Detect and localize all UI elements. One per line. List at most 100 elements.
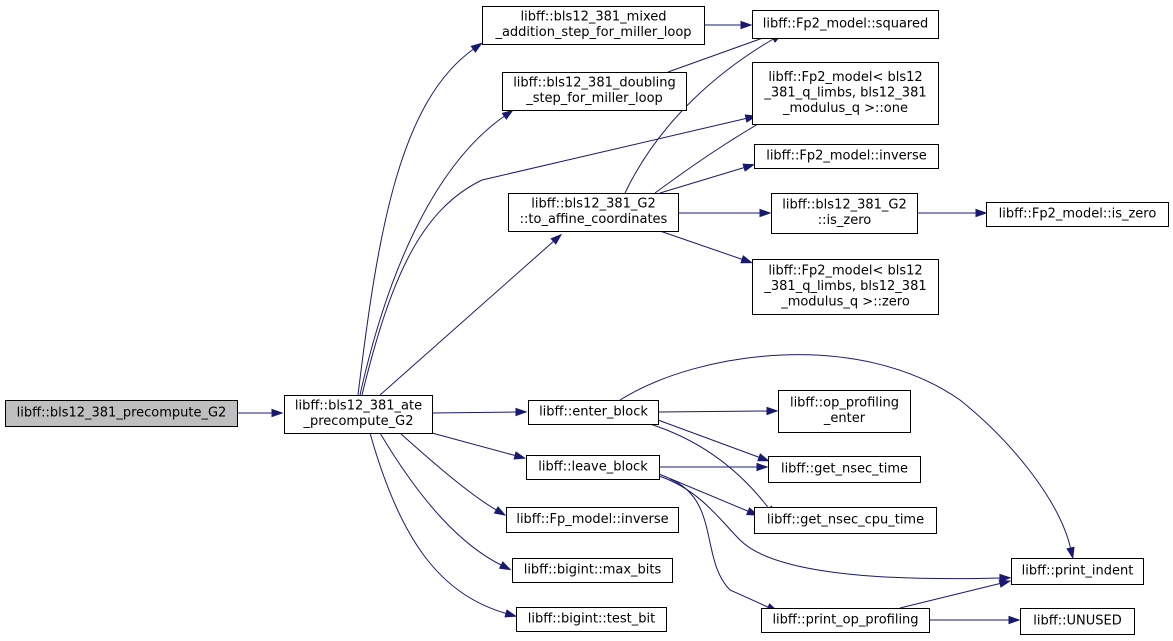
- node-testbit[interactable]: libff::bigint::test_bit: [516, 607, 667, 632]
- node-zero-label: _381_q_limbs, bls12_381: [763, 279, 926, 294]
- node-ate-label: libff::bls12_381_ate: [295, 399, 422, 414]
- edge-doubling-to-squared: [667, 33, 775, 73]
- node-mixed[interactable]: libff::bls12_381_mixed_addition_step_for…: [482, 6, 705, 45]
- node-fp2inv[interactable]: libff::Fp2_model::inverse: [754, 144, 939, 169]
- node-cpu[interactable]: libff::get_nsec_cpu_time: [754, 507, 937, 534]
- edge-affine-to-iszero-arrowhead: [759, 208, 772, 218]
- node-fp2iszero-label: libff::Fp2_model::is_zero: [999, 206, 1157, 221]
- node-one-label: libff::Fp2_model< bls12: [768, 70, 922, 85]
- node-nsec[interactable]: libff::get_nsec_time: [768, 456, 921, 483]
- node-one-label: _modulus_q >::one: [782, 101, 908, 116]
- node-indent-box: [1011, 558, 1144, 585]
- node-zero[interactable]: libff::Fp2_model< bls12_381_q_limbs, bls…: [752, 259, 939, 315]
- node-root[interactable]: libff::bls12_381_precompute_G2: [5, 400, 238, 427]
- node-printop-label: libff::print_op_profiling: [772, 612, 918, 627]
- nodes-layer: libff::bls12_381_precompute_G2 libff::bls…: [5, 6, 1169, 635]
- node-one[interactable]: libff::Fp2_model< bls12_381_q_limbs, bls…: [752, 62, 939, 125]
- node-printop[interactable]: libff::print_op_profiling: [761, 608, 930, 633]
- node-leave[interactable]: libff::leave_block: [526, 455, 660, 480]
- edge-ate-to-mixed-arrowhead: [470, 42, 483, 53]
- edge-root-to-ate-arrowhead: [271, 408, 284, 418]
- node-zero-label: _modulus_q >::zero: [780, 294, 910, 309]
- node-fpinv-box: [506, 507, 679, 533]
- node-indent-label: libff::print_indent: [1022, 563, 1134, 578]
- node-leave-label: libff::leave_block: [538, 459, 648, 474]
- node-fpinv-label: libff::Fp_model::inverse: [516, 512, 668, 527]
- node-root-label: libff::bls12_381_precompute_G2: [17, 405, 227, 420]
- node-iszero-box: [771, 193, 918, 234]
- node-one-box: [752, 62, 939, 125]
- edge-ate-to-fpinv: [399, 432, 499, 512]
- node-affine-label: ::to_affine_coordinates: [520, 212, 668, 227]
- node-leave-box: [526, 455, 660, 480]
- node-zero-box: [752, 259, 939, 315]
- node-ate[interactable]: libff::bls12_381_ate_precompute_G2: [284, 395, 433, 434]
- node-doubling-label: _step_for_miller_loop: [525, 91, 663, 106]
- node-affine[interactable]: libff::bls12_381_G2::to_affine_coordinat…: [508, 193, 679, 232]
- edge-ate-to-one: [361, 117, 749, 396]
- edge-printop-to-indent: [899, 582, 1003, 609]
- node-maxbits[interactable]: libff::bigint::max_bits: [512, 558, 673, 583]
- edge-printop-to-unused-arrowhead: [1008, 615, 1021, 625]
- node-doubling[interactable]: libff::bls12_381_doubling_step_for_mille…: [502, 72, 687, 111]
- node-ate-label: _precompute_G2: [302, 414, 413, 429]
- node-testbit-box: [516, 607, 667, 632]
- node-zero-label: libff::Fp2_model< bls12: [768, 263, 922, 278]
- node-unused[interactable]: libff::UNUSED: [1020, 608, 1135, 635]
- node-fp2inv-box: [754, 144, 939, 169]
- edge-affine-to-zero-arrowhead: [740, 255, 754, 264]
- node-mixed-label: libff::bls12_381_mixed: [520, 10, 666, 25]
- node-doubling-box: [502, 72, 687, 111]
- node-enter-box: [528, 400, 659, 425]
- edge-ate-to-leave-arrowhead: [513, 451, 527, 460]
- node-root-box: [5, 400, 238, 427]
- node-fp2iszero-box: [986, 202, 1169, 227]
- edge-ate-to-affine: [379, 239, 556, 396]
- edge-ate-to-mixed: [357, 47, 476, 396]
- edge-ate-to-enter-arrowhead: [515, 407, 528, 417]
- edge-enter-to-indent-arrowhead: [1066, 546, 1075, 560]
- node-openter[interactable]: libff::op_profiling_enter: [778, 390, 911, 433]
- node-squared[interactable]: libff::Fp2_model::squared: [752, 10, 939, 39]
- edge-enter-to-cpu: [649, 423, 771, 511]
- edge-ate-to-doubling-arrowhead: [501, 109, 514, 120]
- node-openter-label: libff::op_profiling: [790, 396, 899, 411]
- edge-ate-to-leave: [431, 432, 518, 457]
- node-indent[interactable]: libff::print_indent: [1011, 558, 1144, 585]
- edge-ate-to-affine-arrowhead: [550, 233, 563, 245]
- edge-ate-to-fpinv-arrowhead: [493, 506, 507, 516]
- edge-affine-to-squared: [624, 37, 776, 194]
- node-affine-label: libff::bls12_381_G2: [531, 197, 656, 212]
- node-enter-label: libff::enter_block: [539, 404, 648, 419]
- node-enter[interactable]: libff::enter_block: [528, 400, 659, 425]
- node-affine-box: [508, 193, 679, 232]
- edge-affine-to-zero: [659, 230, 745, 261]
- node-openter-label: _enter: [823, 411, 866, 426]
- node-fp2inv-label: libff::Fp2_model::inverse: [766, 148, 927, 163]
- edge-leave-to-nsec-arrowhead: [756, 462, 769, 472]
- node-doubling-label: libff::bls12_381_doubling: [513, 76, 676, 91]
- edge-enter-to-indent: [619, 354, 1072, 551]
- node-cpu-label: libff::get_nsec_cpu_time: [767, 512, 924, 527]
- node-squared-label: libff::Fp2_model::squared: [763, 16, 928, 31]
- node-printop-box: [761, 608, 930, 633]
- node-cpu-box: [754, 507, 937, 534]
- node-squared-box: [752, 10, 939, 39]
- node-testbit-label: libff::bigint::test_bit: [528, 611, 655, 626]
- edge-leave-to-printop: [669, 478, 771, 609]
- edge-ate-to-testbit-arrowhead: [504, 609, 518, 618]
- edge-ate-to-maxbits: [379, 432, 504, 567]
- node-fpinv[interactable]: libff::Fp_model::inverse: [506, 507, 679, 533]
- node-fp2iszero[interactable]: libff::Fp2_model::is_zero: [986, 202, 1169, 227]
- node-unused-box: [1020, 608, 1135, 635]
- node-nsec-label: libff::get_nsec_time: [781, 461, 908, 476]
- node-iszero[interactable]: libff::bls12_381_G2::is_zero: [771, 193, 918, 234]
- node-maxbits-box: [512, 558, 673, 583]
- node-ate-box: [284, 395, 433, 434]
- edge-leave-to-indent-arrowhead: [999, 573, 1012, 583]
- node-unused-label: libff::UNUSED: [1033, 613, 1121, 628]
- edge-ate-to-testbit: [369, 432, 509, 615]
- node-mixed-box: [482, 6, 705, 45]
- edge-iszero-to-fp2iszero-arrowhead: [975, 208, 988, 218]
